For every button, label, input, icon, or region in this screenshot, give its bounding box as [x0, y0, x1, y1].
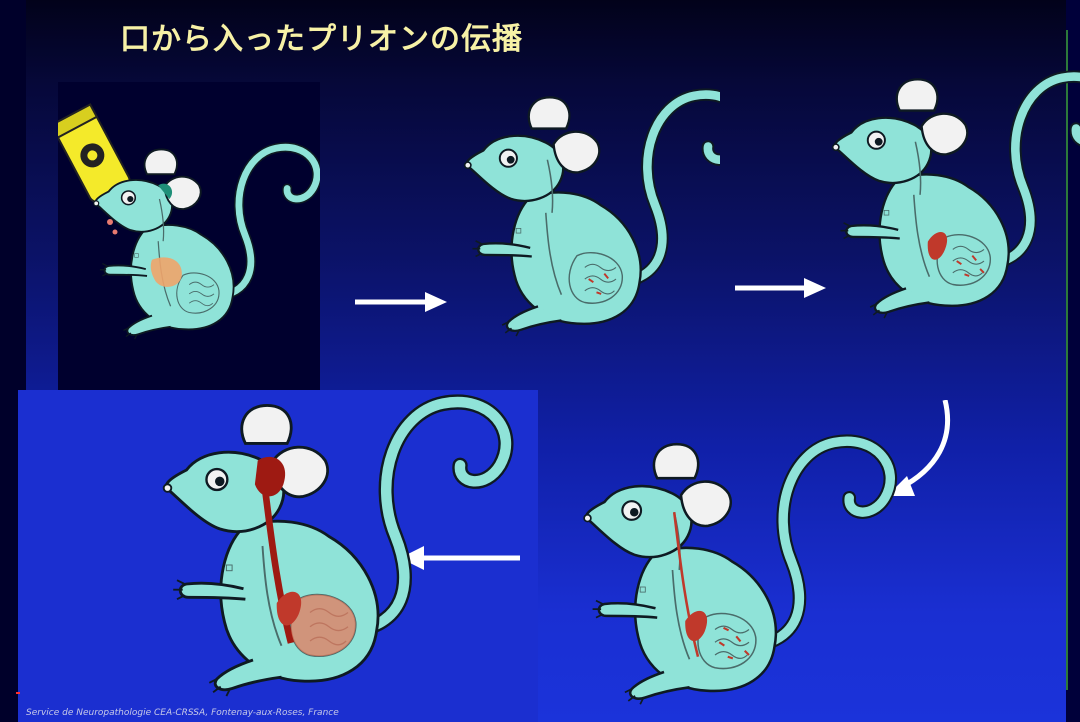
left-arrow-icon [400, 546, 520, 570]
credit-text: Service de Neuropathologie CEA-CRSSA, Fo… [26, 708, 339, 718]
stage-5-panel [18, 390, 538, 722]
stage-4-panel [555, 400, 1065, 722]
mouse-stage-3 [833, 77, 1080, 318]
slide-title: 口から入ったプリオンの伝播 [120, 22, 523, 57]
mouse-stage-5 [164, 402, 506, 696]
red-marker [16, 692, 20, 694]
mouse-stage-1 [94, 147, 317, 339]
mouse-stage-2 [465, 95, 720, 336]
mouse-stage-4 [584, 441, 890, 704]
right-divider [1066, 30, 1068, 690]
stage-1-panel [58, 82, 320, 390]
right-arrow-icon [735, 278, 826, 298]
right-arrow-icon [355, 292, 447, 312]
stage-3-panel [720, 60, 1080, 380]
right-edge [1066, 0, 1080, 722]
stage-2-panel [345, 60, 720, 380]
